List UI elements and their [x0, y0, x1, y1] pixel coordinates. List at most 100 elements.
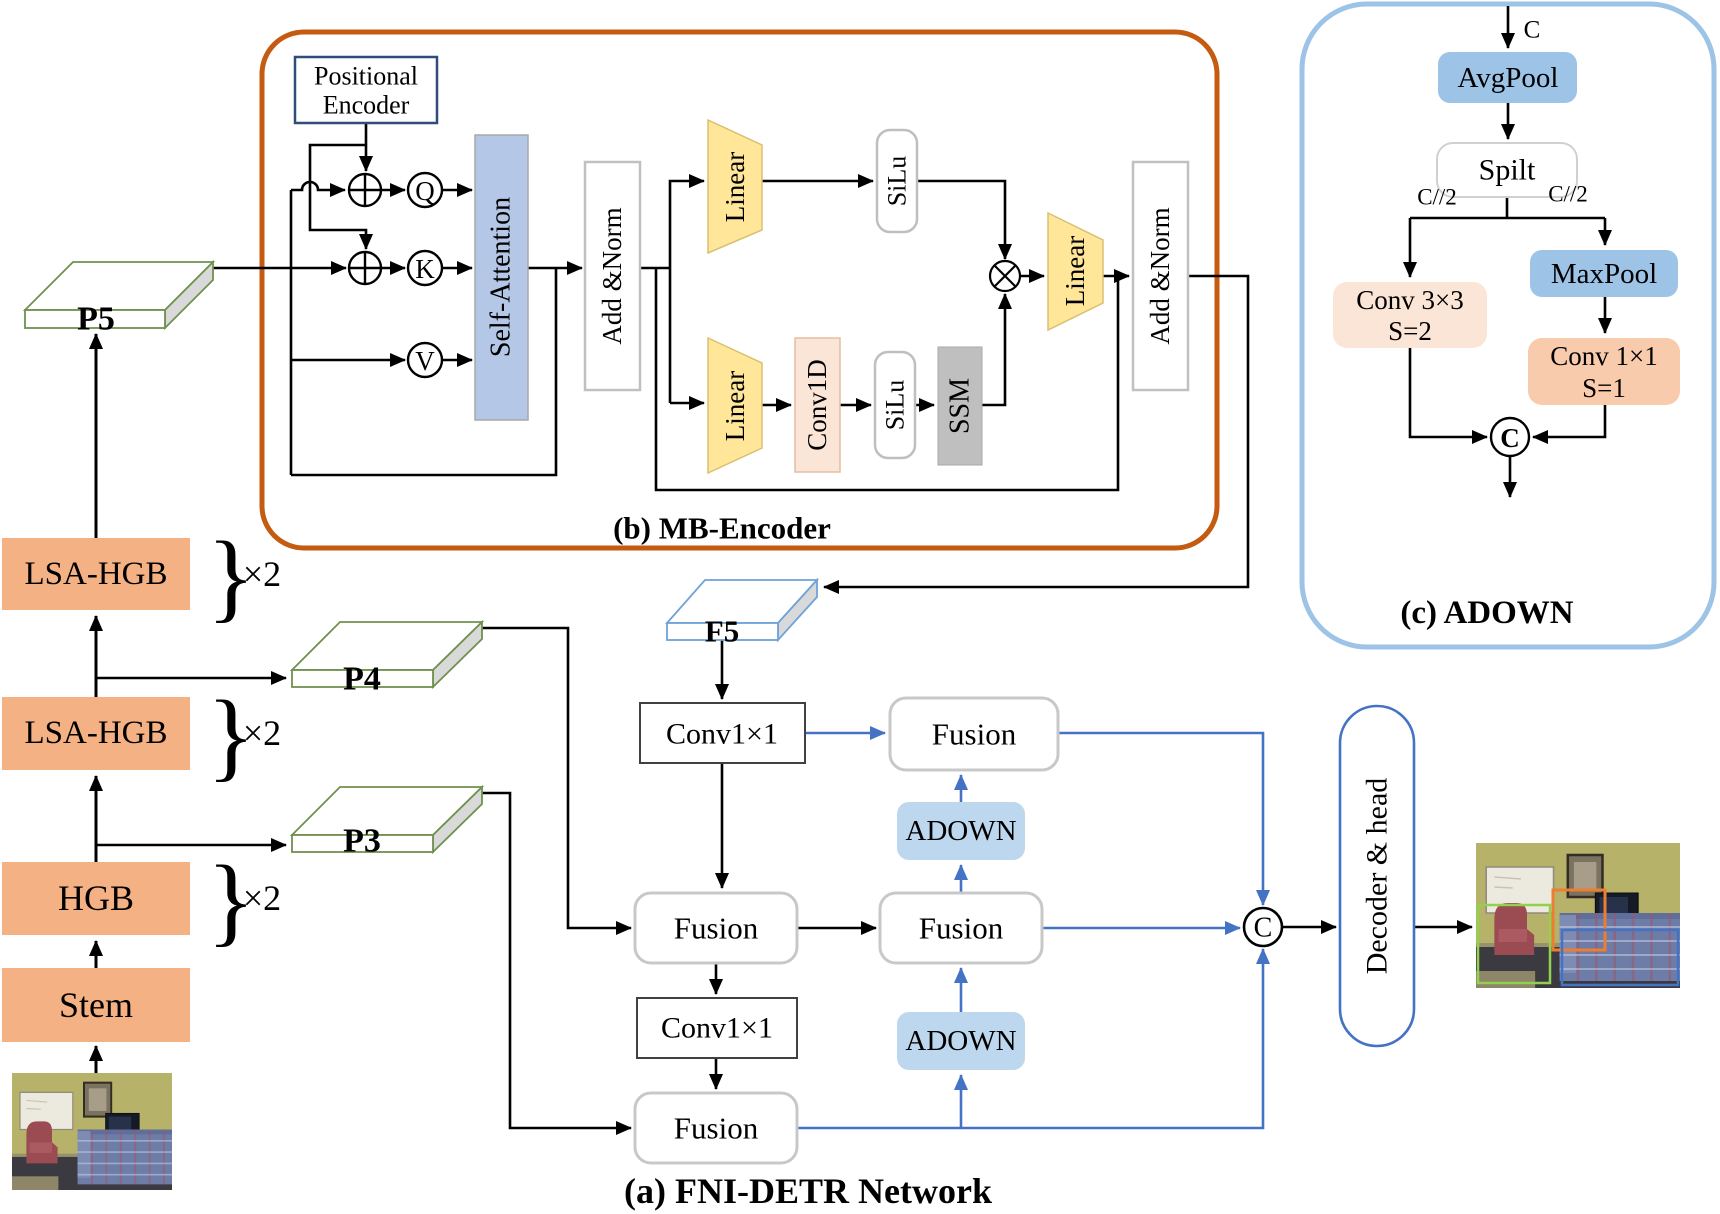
feature-slabs: [22, 259, 820, 855]
wire-branch-to-linear-top: [668, 174, 705, 403]
split-label: Spilt: [1479, 154, 1536, 187]
fusion-mid-right-label: Fusion: [919, 911, 1004, 946]
wire-fusion-top-to-concat: [1058, 731, 1270, 906]
f5-label: F5: [705, 614, 739, 649]
positional-encoder-block: [293, 55, 439, 125]
wire-p3-to-fusion: [482, 791, 632, 1135]
add-norm-2-block: [1131, 160, 1190, 392]
split-branch-lines: [1410, 197, 1605, 220]
channels-half-left-label: C//2: [1417, 185, 1457, 210]
adown-concat-node: [1489, 416, 1531, 458]
wire-conv3x3-to-concat: [1408, 348, 1488, 444]
repeat-lower: ×2: [243, 713, 281, 753]
maxpool-block: [1530, 250, 1678, 297]
conv1x1-lower-label: Conv1×1: [661, 1012, 773, 1045]
panel-b-title: (b) MB-Encoder: [613, 511, 831, 546]
lsa-hgb-upper-label: LSA-HGB: [24, 556, 167, 592]
add-norm-1-block: [583, 160, 642, 392]
silu-top-block: [875, 128, 919, 234]
positional-encoder-line1: Positional: [314, 62, 418, 91]
linear-output-block: [1047, 211, 1104, 332]
feature-p5: [22, 259, 216, 331]
mb-encoder-panel: Positional Encoder Q K V Self-Attention …: [293, 55, 1190, 546]
avgpool-label: AvgPool: [1458, 62, 1559, 94]
k-node-label: K: [415, 254, 435, 284]
wire-silu-to-multiply: [917, 179, 1012, 260]
channels-half-right-label: C//2: [1548, 182, 1588, 207]
v-node: [406, 341, 444, 379]
backbone: Stem HGB LSA-HGB LSA-HGB } ×2 } ×2 } ×2: [2, 521, 281, 1042]
silu-top-label: SiLu: [883, 156, 912, 207]
fusion-top-label: Fusion: [932, 717, 1017, 752]
conv1x1-s1-block: [1528, 338, 1680, 405]
wire-pe-to-addk: [308, 143, 373, 250]
bbox-couch: [1560, 928, 1680, 987]
q-node: [406, 171, 444, 209]
panel-a-title: (a) FNI-DETR Network: [624, 1171, 992, 1211]
adown-lower-label: ADOWN: [905, 1025, 1016, 1057]
add-operators: [347, 172, 383, 286]
conv1d-label: Conv1D: [802, 359, 832, 451]
adown-upper-label: ADOWN: [905, 815, 1016, 847]
adown-upper-block: [897, 802, 1025, 860]
conv1x1-lower-block: [636, 997, 798, 1059]
bbox-tv: [1551, 888, 1607, 952]
hgb-label: HGB: [58, 878, 134, 918]
positional-encoder-line2: Encoder: [323, 91, 410, 120]
self-attention-label: Self-Attention: [486, 197, 517, 357]
fusion-bottom-label: Fusion: [674, 1111, 759, 1146]
wire-p4-to-fusion: [482, 626, 632, 935]
linear-bottom-label: Linear: [720, 371, 750, 441]
conv1x1-s1-line1: Conv 1×1: [1550, 341, 1658, 371]
ssm-label: SSM: [945, 378, 976, 434]
linear-bottom-block: [707, 336, 763, 475]
conv3x3-line1: Conv 3×3: [1356, 285, 1464, 315]
lsa-hgb-lower-label: LSA-HGB: [24, 715, 167, 751]
wire-encoder-out-to-f5: [823, 274, 1250, 594]
linear-top-label: Linear: [720, 152, 750, 222]
adown-panel: C AvgPool Spilt C//2 C//2 MaxPool Conv 3…: [1333, 17, 1680, 631]
black-wires: [89, 6, 1612, 1135]
avgpool-block: [1438, 52, 1577, 103]
adown-input-channels-label: C: [1524, 17, 1541, 44]
stem-label: Stem: [59, 985, 133, 1025]
panel-c-title: (c) ADOWN: [1400, 595, 1573, 631]
output-image: [1476, 843, 1680, 988]
hgb-block: [2, 862, 190, 935]
silu-bottom-label: SiLu: [881, 380, 910, 431]
decoder-head-label: Decoder & head: [1361, 778, 1394, 975]
brace-lower: }: [207, 680, 255, 791]
wire-conv1x1-to-concat: [1532, 405, 1607, 444]
wire-residual2: [654, 268, 1120, 492]
conv1d-block: [794, 337, 841, 473]
feature-p4: [289, 619, 485, 690]
multiply-operator: [988, 259, 1022, 293]
fusion-mid-left-block: [633, 891, 799, 965]
lsa-hgb-upper-block: [2, 538, 190, 610]
input-image: [12, 1073, 172, 1190]
k-node: [406, 249, 444, 287]
brace-hgb: }: [207, 845, 255, 956]
q-node-label: Q: [415, 176, 435, 206]
split-block: [1436, 142, 1578, 198]
conv3x3-line2: S=2: [1388, 316, 1432, 346]
concat-node-label: C: [1254, 913, 1273, 944]
p5-label: P5: [77, 301, 115, 338]
ssm-block: [937, 346, 983, 466]
adown-panel-border: [1299, 1, 1717, 650]
decoder-head-block: [1338, 704, 1416, 1048]
p3-label: P3: [343, 823, 381, 860]
linear-output-label: Linear: [1060, 236, 1090, 306]
fni-detr-network: Conv1×1 Fusion ADOWN Fusion Fusion Conv1…: [624, 696, 1416, 1211]
fusion-mid-left-label: Fusion: [674, 911, 759, 946]
maxpool-label: MaxPool: [1551, 258, 1657, 290]
feature-p3: [289, 784, 485, 855]
adown-concat-label: C: [1500, 423, 1520, 453]
silu-bottom-block: [873, 350, 917, 460]
repeat-hgb: ×2: [243, 878, 281, 918]
wire-ssm-to-multiply: [982, 293, 1012, 407]
conv3x3-block: [1333, 282, 1487, 348]
fusion-top-block: [888, 696, 1060, 772]
